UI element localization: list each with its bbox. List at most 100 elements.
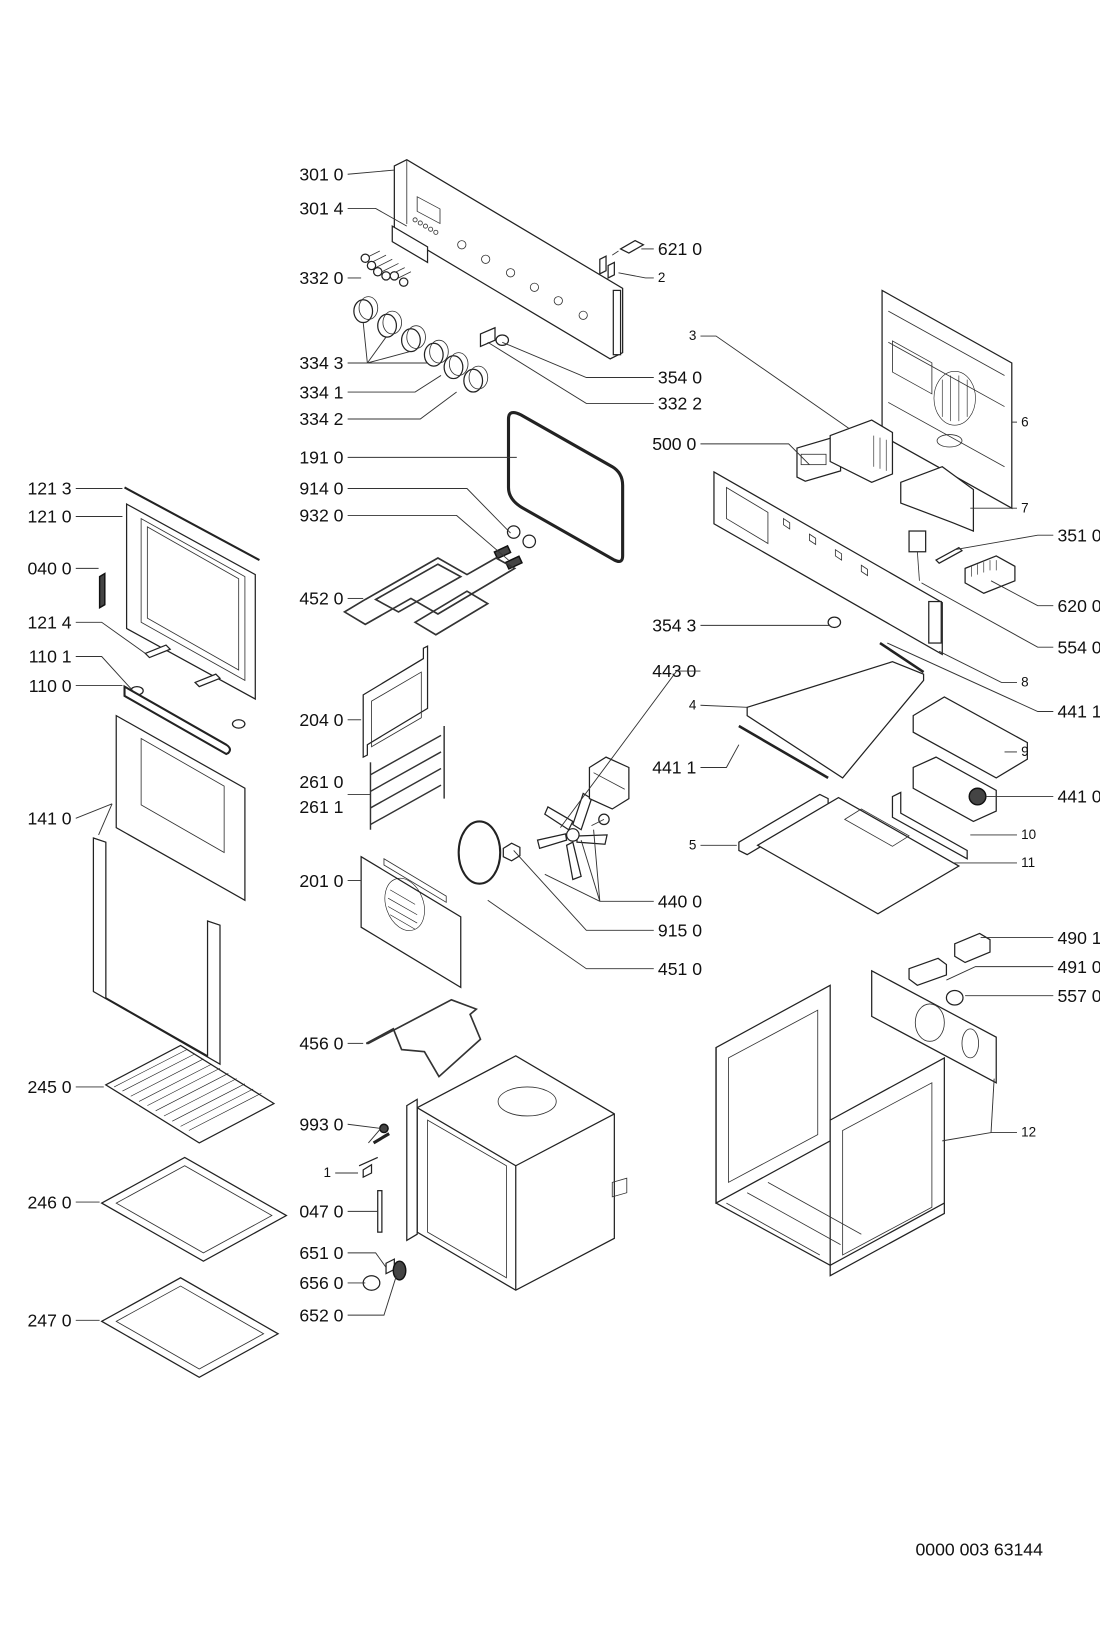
callout-993-0: 993 0 — [299, 1115, 382, 1144]
part-number-label: 620 0 — [1057, 596, 1100, 616]
part-number-label: 354 0 — [658, 368, 702, 388]
callout-261-0: 261 0 — [299, 772, 343, 792]
callout-354-3: 354 3 — [652, 616, 831, 636]
callout-047-0: 047 0 — [299, 1202, 378, 1222]
part-number-label: 110 0 — [29, 676, 72, 696]
part-number-label: 5 — [689, 837, 697, 852]
cooling-duct — [746, 661, 925, 779]
leader-line — [347, 488, 511, 534]
part-number-label: 441 1 — [652, 758, 696, 778]
part-number-label: 554 0 — [1057, 637, 1100, 657]
callout-247-0: 247 0 — [27, 1311, 100, 1331]
leader-line — [347, 1252, 387, 1268]
door-switch — [612, 239, 645, 256]
leader-line-branch — [98, 803, 113, 836]
terminal-block — [964, 555, 1016, 594]
timer-cover — [829, 419, 894, 483]
part-number-label: 334 1 — [299, 382, 343, 402]
thermostat-knob-parts — [362, 1258, 407, 1291]
fan-blade — [536, 792, 608, 881]
inner-door — [124, 486, 260, 701]
door-spacers — [130, 644, 246, 729]
part-number-label: 246 0 — [27, 1192, 71, 1212]
part-number-label: 3 — [689, 328, 697, 343]
part-number-label: 915 0 — [658, 921, 702, 941]
part-number-label: 301 0 — [299, 164, 343, 184]
part-number-label: 301 4 — [299, 199, 343, 219]
part-number-label: 247 0 — [27, 1311, 71, 1331]
part-number-label: 9 — [1021, 744, 1029, 759]
part-number-label: 047 0 — [299, 1202, 343, 1222]
part-number-label: 12 — [1021, 1125, 1036, 1140]
part-number-label: 6 — [1021, 414, 1029, 429]
callout-332-2: 332 2 — [487, 341, 702, 414]
callout-456-0: 456 0 — [299, 1034, 364, 1054]
part-number-label: 490 1 — [1057, 928, 1100, 948]
part-number-label: 204 0 — [299, 710, 343, 730]
part-number-label: 334 3 — [299, 353, 343, 373]
leader-line — [700, 704, 748, 708]
part-number-label: 441 1 — [1057, 702, 1100, 722]
leader-line — [700, 335, 850, 429]
cavity-lamp — [827, 616, 842, 629]
callout-334-1: 334 1 — [299, 375, 442, 402]
callout-7: 7 — [970, 500, 1029, 515]
callout-500-0: 500 0 — [652, 434, 810, 465]
leader-line — [990, 580, 1054, 607]
part-number-label: 11 — [1021, 855, 1035, 870]
callout-121-4: 121 4 — [27, 613, 146, 654]
callout-9: 9 — [1004, 744, 1029, 759]
callout-334-3: 334 3 — [299, 353, 368, 373]
part-number-label: 10 — [1021, 827, 1036, 842]
door-hinge — [98, 572, 106, 610]
door-handle — [123, 684, 231, 756]
leader-line — [487, 341, 654, 404]
part-number-label: 452 0 — [299, 589, 343, 609]
part-number-label: 914 0 — [299, 479, 343, 499]
callout-354-0: 354 0 — [502, 341, 702, 388]
callout-441-1: 441 1 — [887, 642, 1100, 722]
fan-housing-cover — [912, 696, 1028, 779]
outer-door-glass — [92, 714, 246, 1066]
leader-line — [954, 534, 1054, 551]
part-number-label: 245 0 — [27, 1077, 71, 1097]
part-number-label: 8 — [1021, 675, 1029, 690]
part-number-label: 354 3 — [652, 616, 696, 636]
callout-656-0: 656 0 — [299, 1273, 366, 1293]
leader-line — [618, 272, 654, 279]
leader-line — [513, 850, 654, 931]
leader-line — [347, 391, 457, 420]
part-number-label: 932 0 — [299, 506, 343, 526]
part-number-label: 557 0 — [1057, 986, 1100, 1006]
part-number-label: 651 0 — [299, 1243, 343, 1263]
callout-040-0: 040 0 — [27, 559, 99, 579]
indicator-lamp — [495, 334, 510, 346]
part-number-label: 351 0 — [1057, 525, 1100, 545]
leader-line — [75, 803, 113, 819]
leader-line — [347, 208, 408, 227]
fan-nut — [502, 842, 521, 862]
part-number-label: 4 — [689, 697, 697, 712]
leader-line — [887, 642, 1054, 712]
leader-line-branch — [593, 829, 601, 902]
leader-line — [946, 966, 1054, 981]
callout-301-0: 301 0 — [299, 164, 395, 184]
leader-line-branch — [580, 839, 601, 902]
fan-duct — [891, 791, 968, 860]
callout-652-0: 652 0 — [299, 1275, 397, 1325]
callout-554-0: 554 0 — [921, 582, 1100, 657]
leader-line — [75, 621, 146, 654]
leader-line — [502, 341, 654, 378]
callout-441-0: 441 0 — [985, 787, 1100, 807]
callout-121-3: 121 3 — [27, 479, 123, 499]
cavity-back-panel — [362, 645, 429, 759]
callout-110-0: 110 0 — [29, 676, 123, 696]
part-number-label: 110 1 — [29, 647, 72, 667]
part-number-label: 443 0 — [652, 661, 696, 681]
callout-914-0: 914 0 — [299, 479, 511, 534]
callout-245-0: 245 0 — [27, 1077, 104, 1097]
callout-261-1: 261 1 — [299, 793, 371, 817]
top-plate — [756, 796, 961, 915]
part-number-label: 141 0 — [27, 809, 71, 829]
